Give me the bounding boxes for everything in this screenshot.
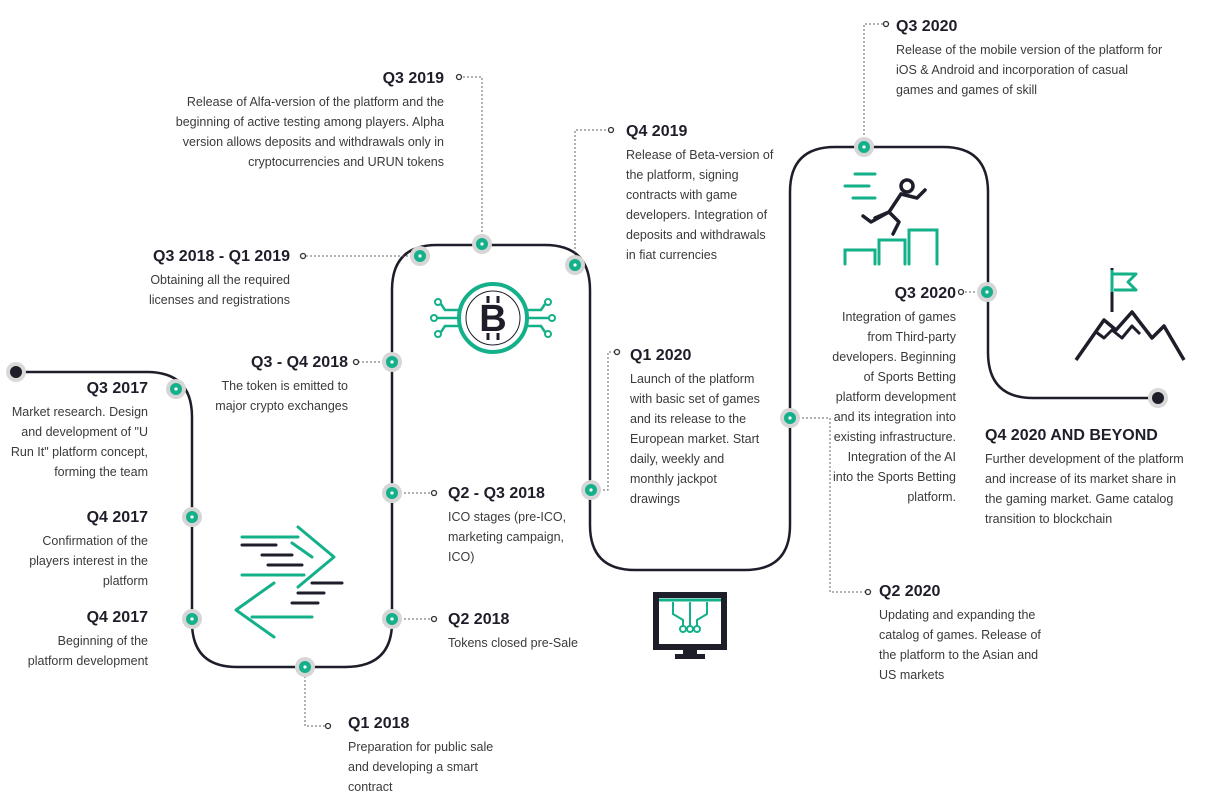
milestone-node-center	[303, 665, 307, 669]
milestone-q3-q4-2018: Q3 - Q4 2018 The token is emitted to maj…	[196, 352, 348, 416]
milestone-q4-2019: Q4 2019 Release of Beta-version of the p…	[626, 121, 778, 265]
milestone-desc: Market research. Design and development …	[10, 405, 148, 479]
milestone-node-center	[573, 263, 577, 267]
milestone-desc: Updating and expanding the catalog of ga…	[879, 608, 1041, 682]
milestone-desc: Launch of the platform with basic set of…	[630, 372, 760, 506]
start-node	[6, 362, 26, 382]
milestone-node-center	[985, 290, 989, 294]
milestone-title: Q2 2018	[448, 611, 510, 628]
milestone-title: Q1 2018	[348, 715, 410, 732]
end-node	[1148, 388, 1168, 408]
milestone-node-center	[589, 488, 593, 492]
milestone-desc: Release of Beta-version of the platform,…	[626, 148, 774, 262]
milestone-title: Q3 2020	[896, 18, 958, 35]
milestone-node-center	[190, 515, 194, 519]
milestone-node-center	[862, 145, 866, 149]
milestone-title: Q4 2019	[626, 123, 688, 140]
connector-q3-2019	[460, 76, 483, 244]
milestone-q2-2018: Q2 2018 Tokens closed pre-Sale	[448, 609, 608, 653]
connector-end-dot	[455, 73, 463, 81]
milestone-node-center	[190, 617, 194, 621]
connector-end-dot	[607, 126, 615, 134]
milestone-q4-2017-a: Q4 2017 Confirmation of the players inte…	[14, 507, 148, 591]
milestone-title: Q3 2020	[894, 285, 956, 302]
connector-end-dot	[864, 588, 872, 596]
milestone-title: Q1 2020	[630, 347, 692, 364]
milestone-title: Q4 2020 AND BEYOND	[985, 427, 1158, 444]
milestone-desc: ICO stages (pre-ICO, marketing campaign,…	[448, 510, 567, 564]
svg-text:B: B	[479, 298, 506, 340]
milestone-node-center	[390, 617, 394, 621]
milestone-q3-2017: Q3 2017 Market research. Design and deve…	[0, 378, 148, 482]
connector-end-dot	[430, 615, 438, 623]
milestone-title: Q3 - Q4 2018	[251, 354, 348, 371]
milestone-title: Q2 - Q3 2018	[448, 485, 545, 502]
milestone-desc: Release of Alfa-version of the platform …	[175, 95, 444, 169]
milestone-q3-2018-q1-2019: Q3 2018 - Q1 2019 Obtaining all the requ…	[120, 246, 290, 310]
roadmap-path	[16, 145, 1158, 669]
mountain-flag-icon	[1074, 268, 1186, 362]
milestone-desc: Beginning of the platform development	[27, 634, 148, 668]
connector-q3-2020-b	[863, 23, 884, 147]
milestone-node-center	[480, 242, 484, 246]
milestone-node-center	[390, 491, 394, 495]
milestone-q3-2019: Q3 2019 Release of Alfa-version of the p…	[152, 68, 444, 172]
connector-end-dot	[299, 252, 307, 260]
milestone-desc: Tokens closed pre-Sale	[448, 636, 578, 650]
milestone-title: Q4 2017	[86, 609, 148, 626]
milestone-desc: Further development of the platform and …	[985, 452, 1184, 526]
milestone-q4-2017-b: Q4 2017 Beginning of the platform develo…	[14, 607, 148, 671]
milestone-desc: Confirmation of the players interest in …	[29, 534, 148, 588]
milestone-q1-2020: Q1 2020 Launch of the platform with basi…	[630, 345, 770, 509]
milestone-title: Q3 2017	[86, 380, 148, 397]
milestone-node-center	[788, 416, 792, 420]
connector-end-dot	[882, 20, 890, 28]
milestone-q3-2020-b: Q3 2020 Release of the mobile version of…	[896, 16, 1166, 100]
milestone-q3-2020-a: Q3 2020 Integration of games from Third-…	[828, 283, 956, 507]
milestone-title: Q3 2018 - Q1 2019	[153, 248, 290, 265]
milestone-node-center	[390, 360, 394, 364]
bitcoin-network-icon: B	[430, 282, 556, 354]
connector-q1-2020	[591, 351, 614, 491]
milestone-q4-2020-beyond: Q4 2020 AND BEYOND Further development o…	[985, 425, 1190, 529]
runner-hurdles-icon	[843, 172, 939, 266]
connector-end-dot	[430, 489, 438, 497]
milestone-desc: Preparation for public sale and developi…	[348, 740, 494, 794]
milestone-q2-q3-2018: Q2 - Q3 2018 ICO stages (pre-ICO, market…	[448, 483, 578, 567]
connector-q1-2018	[304, 668, 326, 727]
milestone-desc: The token is emitted to major crypto exc…	[215, 379, 348, 413]
milestone-desc: Integration of games from Third-party de…	[832, 310, 956, 504]
connector-q4-2019	[574, 129, 608, 265]
connector-end-dot	[613, 348, 621, 356]
milestone-desc: Obtaining all the required licenses and …	[148, 273, 290, 307]
monitor-circuit-icon	[653, 592, 727, 659]
milestone-q1-2018: Q1 2018 Preparation for public sale and …	[348, 713, 508, 797]
exchange-arrows-icon	[234, 525, 344, 639]
connector-q2-2020	[790, 417, 866, 593]
milestone-nodes	[166, 137, 997, 677]
milestone-title: Q4 2017	[86, 509, 148, 526]
connector-end-dot	[324, 722, 332, 730]
milestone-node-center	[174, 387, 178, 391]
milestone-title: Q3 2019	[382, 70, 444, 87]
connector-end-dot	[352, 358, 360, 366]
milestone-desc: Release of the mobile version of the pla…	[896, 43, 1163, 97]
milestone-title: Q2 2020	[879, 583, 941, 600]
connector-end-dot	[957, 288, 965, 296]
milestone-node-center	[418, 254, 422, 258]
milestone-q2-2020: Q2 2020 Updating and expanding the catal…	[879, 581, 1051, 685]
